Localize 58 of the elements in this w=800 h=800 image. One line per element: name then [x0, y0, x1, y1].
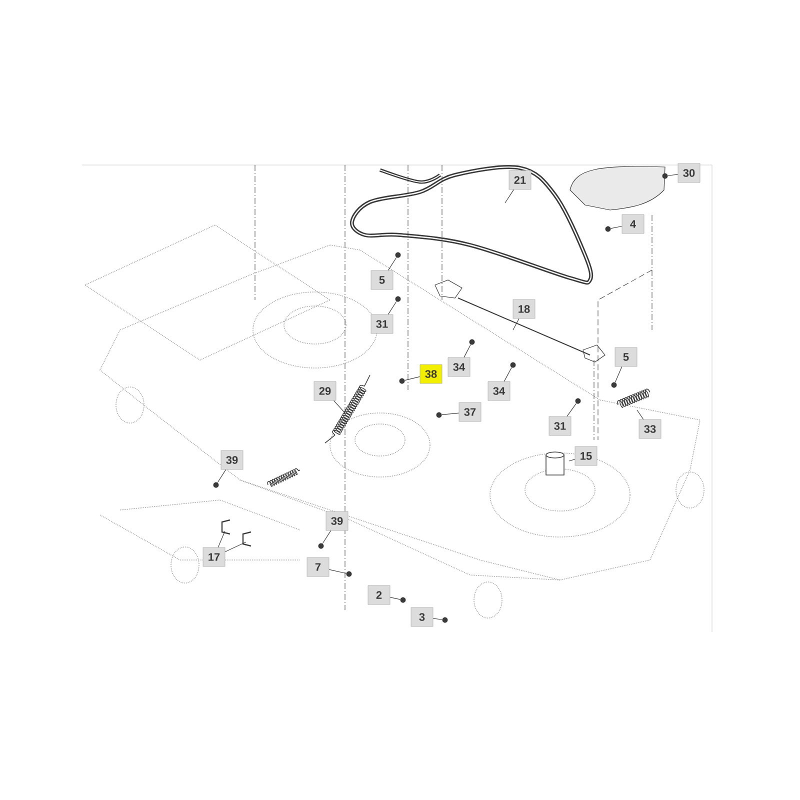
fastener [605, 226, 611, 232]
callout-number: 2 [368, 585, 390, 605]
callout-number: 17 [202, 547, 226, 567]
leader-line [390, 597, 400, 600]
leader-line [636, 410, 644, 420]
leader-line [388, 257, 397, 271]
callout-number: 33 [638, 419, 662, 439]
leader-line [432, 618, 442, 620]
callout-number: 30 [678, 163, 700, 183]
fastener [400, 597, 406, 603]
leader-line [322, 530, 332, 544]
callout-number: 5 [370, 270, 394, 290]
fastener [442, 617, 448, 623]
fastener [469, 339, 475, 345]
fastener [318, 543, 324, 549]
leader-line [512, 318, 520, 330]
fastener [346, 571, 352, 577]
leader-line [668, 174, 678, 176]
leader-line [566, 403, 577, 417]
callout-number: 5 [614, 347, 638, 367]
fastener [510, 362, 516, 368]
leader-line [328, 569, 346, 574]
fastener [611, 382, 617, 388]
fastener [662, 173, 668, 179]
callout-number: 39 [326, 511, 348, 531]
leader-line [388, 301, 397, 315]
callout-number: 31 [370, 314, 394, 334]
leader-line [334, 400, 346, 414]
fastener [575, 398, 581, 404]
callout-number: 34 [448, 357, 470, 377]
fastener [436, 412, 442, 418]
callout-number: 18 [512, 299, 536, 319]
callout-number: 3 [410, 607, 434, 627]
leader-line [464, 344, 471, 358]
callout-number: 34 [488, 381, 510, 401]
leader-line [218, 530, 226, 548]
callout-number: 15 [574, 446, 598, 466]
leader-line [217, 469, 226, 483]
callout-number: 31 [548, 416, 572, 436]
callout-number: 4 [622, 214, 644, 234]
callout-number: 37 [458, 402, 482, 422]
fastener [395, 296, 401, 302]
fastener [395, 252, 401, 258]
leader-line [504, 189, 514, 204]
leader-line [404, 376, 420, 381]
leader-line [614, 366, 622, 383]
callout-number: 29 [314, 381, 336, 401]
callout-number: 39 [220, 450, 244, 470]
leader-line [442, 412, 460, 416]
leader-line [610, 226, 622, 229]
leader-line [568, 459, 576, 462]
callout-number: 21 [508, 170, 532, 190]
callout-number: 38 [420, 364, 442, 384]
leader-line [504, 367, 512, 382]
callout-number: 7 [306, 557, 330, 577]
fastener [213, 482, 219, 488]
fastener [399, 378, 405, 384]
leader-line [224, 542, 246, 552]
